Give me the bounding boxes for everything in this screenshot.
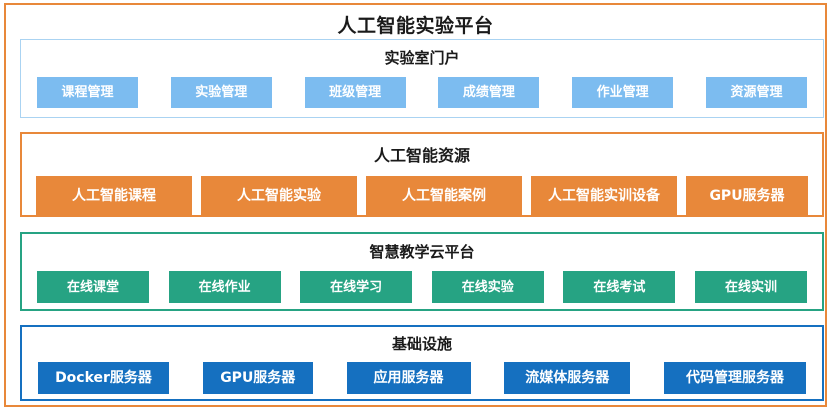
chip-ai-course[interactable]: 人工智能课程 (36, 176, 192, 215)
chip-gpu-server[interactable]: GPU服务器 (202, 362, 313, 394)
chip-online-exam[interactable]: 在线考试 (563, 271, 676, 303)
outer-frame: 人工智能实验平台 实验室门户 课程管理 实验管理 班级管理 成绩管理 作业管理 … (4, 3, 827, 407)
chip-grade-management[interactable]: 成绩管理 (438, 77, 540, 108)
chip-docker-server[interactable]: Docker服务器 (38, 362, 169, 394)
chip-row-ai-resources: 人工智能课程 人工智能实验 人工智能案例 人工智能实训设备 GPU服务器 (22, 176, 822, 215)
chip-ai-experiment[interactable]: 人工智能实验 (201, 176, 357, 215)
chip-online-training[interactable]: 在线实训 (694, 271, 807, 303)
chip-row-infrastructure: Docker服务器 GPU服务器 应用服务器 流媒体服务器 代码管理服务器 (22, 362, 822, 394)
chip-code-management-server[interactable]: 代码管理服务器 (664, 362, 806, 394)
section-infrastructure: 基础设施 Docker服务器 GPU服务器 应用服务器 流媒体服务器 代码管理服… (20, 325, 824, 401)
section-title-smart-teaching-cloud: 智慧教学云平台 (369, 243, 475, 261)
chip-streaming-media-server[interactable]: 流媒体服务器 (504, 362, 631, 394)
chip-ai-training-equipment[interactable]: 人工智能实训设备 (531, 176, 677, 215)
chip-online-classroom[interactable]: 在线课堂 (37, 271, 149, 303)
section-portal: 实验室门户 课程管理 实验管理 班级管理 成绩管理 作业管理 资源管理 (20, 39, 824, 118)
section-title-ai-resources: 人工智能资源 (373, 146, 470, 165)
page-title: 人工智能实验平台 (337, 15, 494, 37)
chip-homework-management[interactable]: 作业管理 (572, 77, 674, 108)
section-smart-teaching-cloud: 智慧教学云平台 在线课堂 在线作业 在线学习 在线实验 在线考试 在线实训 (20, 232, 824, 311)
section-ai-resources: 人工智能资源 人工智能课程 人工智能实验 人工智能案例 人工智能实训设备 GPU… (20, 132, 824, 217)
chip-online-learning[interactable]: 在线学习 (300, 271, 413, 303)
chip-experiment-management[interactable]: 实验管理 (170, 77, 272, 108)
chip-online-homework[interactable]: 在线作业 (168, 271, 281, 303)
section-title-portal: 实验室门户 (384, 49, 460, 67)
chip-class-management[interactable]: 班级管理 (304, 77, 406, 108)
chip-gpu-server-resource[interactable]: GPU服务器 (686, 176, 808, 215)
chip-ai-case[interactable]: 人工智能案例 (366, 176, 522, 215)
chip-row-smart-teaching-cloud: 在线课堂 在线作业 在线学习 在线实验 在线考试 在线实训 (22, 271, 822, 303)
chip-course-management[interactable]: 课程管理 (37, 77, 138, 108)
chip-online-experiment[interactable]: 在线实验 (431, 271, 544, 303)
chip-resource-management[interactable]: 资源管理 (705, 77, 807, 108)
section-title-infrastructure: 基础设施 (391, 335, 452, 353)
chip-application-server[interactable]: 应用服务器 (346, 362, 471, 394)
chip-row-portal: 课程管理 实验管理 班级管理 成绩管理 作业管理 资源管理 (21, 77, 823, 108)
